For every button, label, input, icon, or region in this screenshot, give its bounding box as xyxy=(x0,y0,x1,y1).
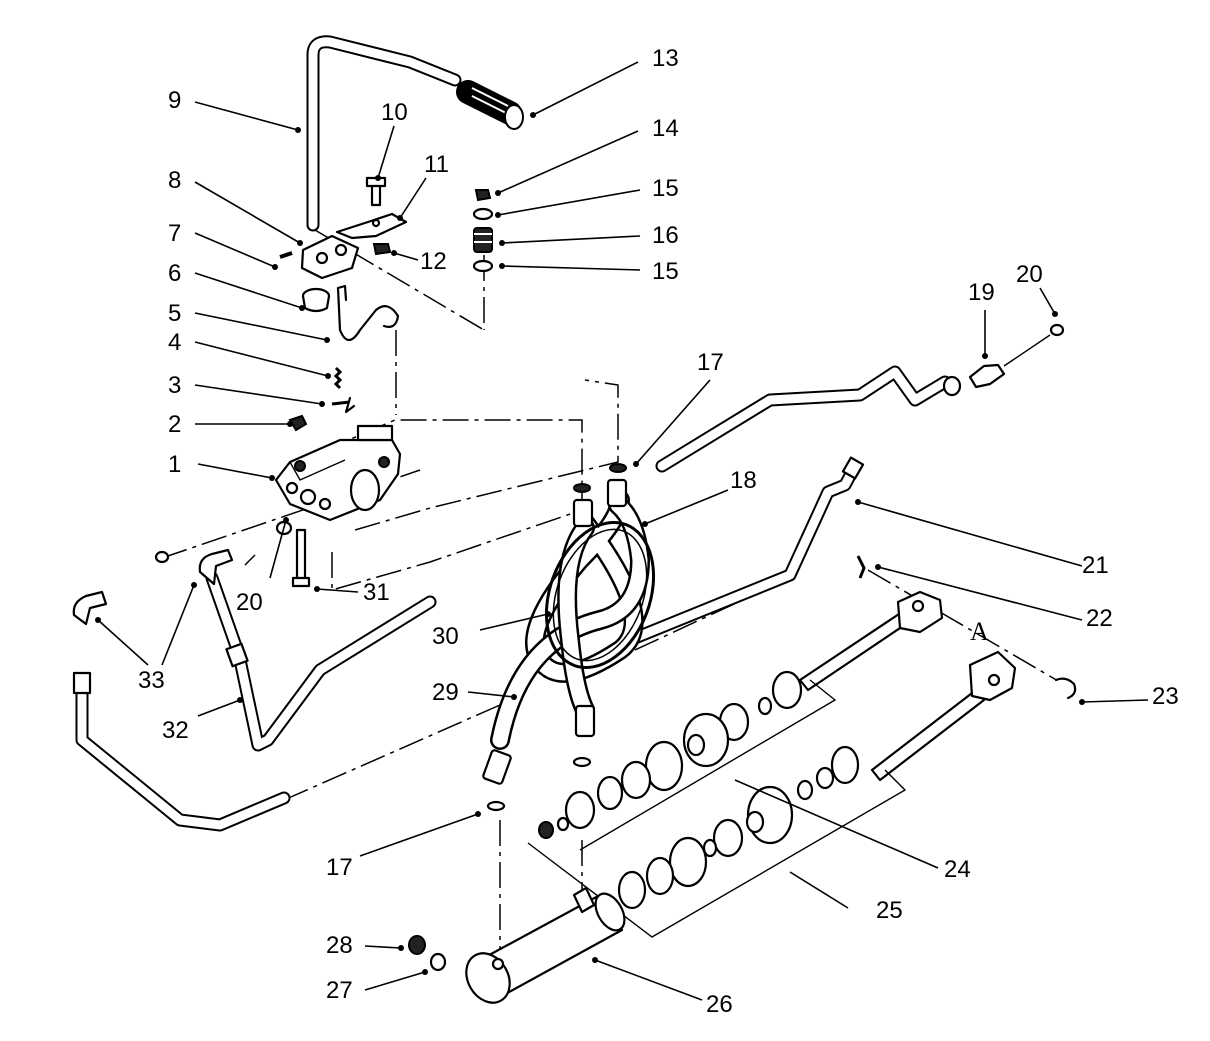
callout-21: 21 xyxy=(1082,552,1109,579)
callout-15-bottom: 15 xyxy=(652,258,679,285)
callout-17-bottom: 17 xyxy=(326,854,353,881)
callout-24: 24 xyxy=(944,856,971,883)
callout-16: 16 xyxy=(652,222,679,249)
callout-31: 31 xyxy=(363,579,390,606)
callout-labels: 1 2 3 4 5 6 7 8 9 10 11 12 13 14 15 16 1… xyxy=(138,45,1179,1018)
callout-13: 13 xyxy=(652,45,679,72)
lower-piston-rod xyxy=(870,650,1077,782)
callout-26: 26 xyxy=(706,991,733,1018)
callout-15-top: 15 xyxy=(652,175,679,202)
callout-28: 28 xyxy=(326,932,353,959)
upper-seal-kit xyxy=(564,670,803,830)
callout-2: 2 xyxy=(168,411,181,438)
callout-1: 1 xyxy=(168,451,181,478)
tube-long-left xyxy=(72,671,291,832)
callout-12: 12 xyxy=(420,248,447,275)
callout-33: 33 xyxy=(138,667,165,694)
upper-right-fitting xyxy=(968,323,1065,389)
callout-18: 18 xyxy=(730,467,757,494)
callout-32: 32 xyxy=(162,717,189,744)
hydraulic-hoses xyxy=(482,463,656,812)
mounting-bolt xyxy=(291,528,311,588)
tube-right xyxy=(623,456,865,647)
reference-letter-a: A xyxy=(970,617,989,646)
callout-25: 25 xyxy=(876,897,903,924)
elbow-fittings xyxy=(72,520,293,626)
tube-left-lower xyxy=(205,571,437,752)
callout-3: 3 xyxy=(168,372,181,399)
callout-11: 11 xyxy=(424,151,449,178)
control-lever xyxy=(306,35,524,232)
callout-30: 30 xyxy=(432,623,459,650)
callout-9: 9 xyxy=(168,87,181,114)
callout-29: 29 xyxy=(432,679,459,706)
valve-seal-stack xyxy=(472,189,494,273)
tube-upper-right xyxy=(655,365,962,473)
lower-seal-kit xyxy=(538,745,860,910)
callout-27: 27 xyxy=(326,977,353,1004)
callout-23: 23 xyxy=(1152,683,1179,710)
kit-group-brackets xyxy=(527,679,907,938)
callout-20-right: 20 xyxy=(1016,261,1043,288)
control-valve xyxy=(274,424,402,522)
callout-20-left: 20 xyxy=(236,589,263,616)
leader-lines xyxy=(95,61,1149,1001)
hydraulic-cylinder xyxy=(408,886,626,1004)
callout-14: 14 xyxy=(652,115,679,142)
upper-piston-rod xyxy=(798,555,944,692)
callout-19: 19 xyxy=(968,279,995,306)
callout-6: 6 xyxy=(168,260,181,287)
callout-4: 4 xyxy=(168,329,181,356)
callout-22: 22 xyxy=(1086,605,1113,632)
lever-bracket-hardware xyxy=(335,176,408,256)
valve-linkage-parts xyxy=(279,234,400,432)
assembly-center-lines xyxy=(161,229,1066,955)
callout-10: 10 xyxy=(381,99,408,126)
callout-17-top: 17 xyxy=(697,349,724,376)
callout-5: 5 xyxy=(168,300,181,327)
callout-7: 7 xyxy=(168,220,181,247)
callout-8: 8 xyxy=(168,167,181,194)
